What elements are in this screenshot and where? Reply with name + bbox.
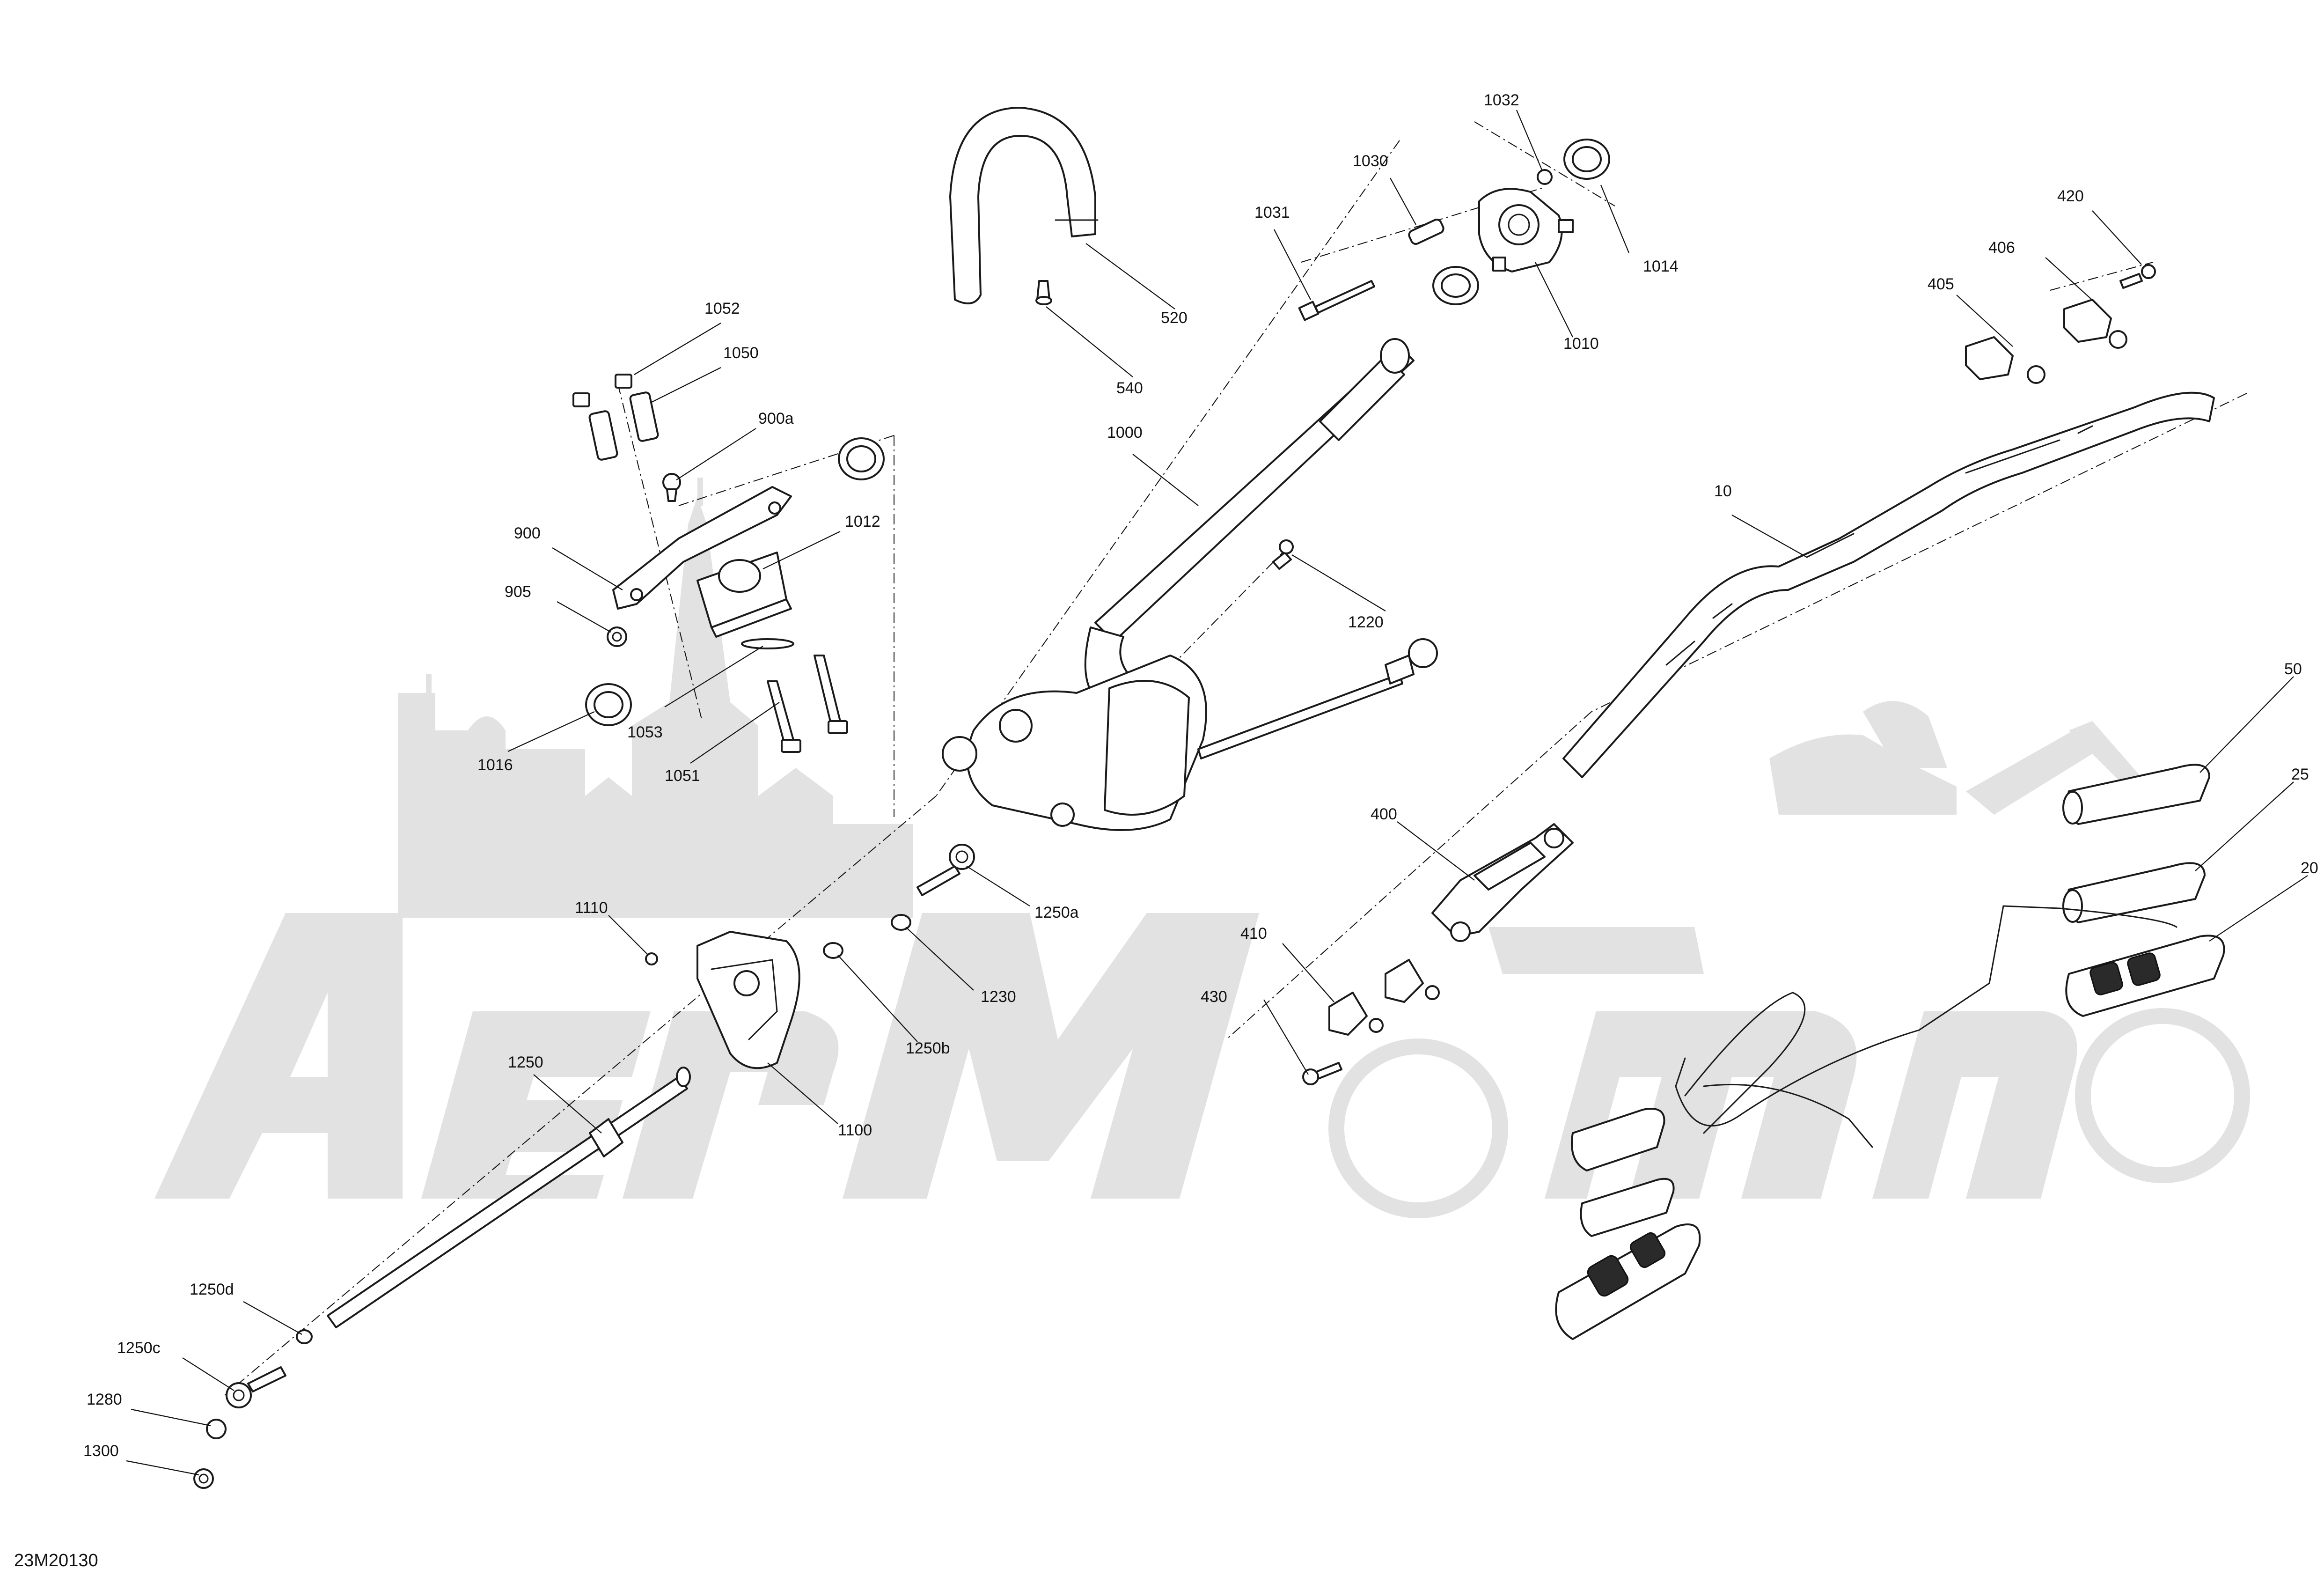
part-1031-bolt: [1298, 280, 1375, 321]
part-25-grip: [2062, 862, 2206, 923]
callout-410: 410: [1240, 925, 1267, 943]
callout-25: 25: [2291, 766, 2309, 783]
part-430-bolt: [1302, 1062, 1342, 1085]
callout-1031: 1031: [1254, 204, 1290, 221]
callout-520: 520: [1161, 309, 1188, 327]
part-1010-lower-bushing: [1432, 266, 1479, 305]
callout-labels: 1032 1030 1031 1014 1010 520 540 420 406…: [83, 91, 2318, 1460]
part-1030-sleeve: [1408, 219, 1444, 245]
part-900a-pin: [662, 473, 681, 502]
part-1000-steering-column: [942, 338, 1415, 831]
part-tie-rod: [1197, 638, 1438, 759]
callout-1016: 1016: [477, 756, 513, 774]
part-1052-nuts: [572, 374, 632, 407]
leader-lines: [126, 110, 2308, 1476]
callout-1300: 1300: [83, 1442, 119, 1460]
callout-420: 420: [2057, 187, 2084, 205]
part-1280-nut: [206, 1419, 227, 1439]
part-1300-nut: [193, 1468, 214, 1489]
watermark: [154, 478, 2250, 1218]
callout-1051: 1051: [665, 767, 700, 785]
part-1032-nut: [1537, 169, 1553, 185]
callout-1250: 1250: [508, 1053, 543, 1071]
part-1250b-washer: [823, 942, 843, 959]
callout-540: 540: [1116, 379, 1143, 397]
callout-406: 406: [1988, 239, 2015, 257]
part-1014-bushing: [1563, 139, 1610, 180]
part-520-grab-handle: [949, 107, 1099, 304]
callout-905: 905: [505, 583, 531, 601]
callout-10: 10: [1714, 482, 1732, 500]
part-1250a-rod-end: [916, 844, 975, 896]
callout-1052: 1052: [704, 300, 740, 317]
callout-405: 405: [1928, 275, 1954, 293]
watermark-lettering: [154, 913, 2077, 1199]
callout-1050: 1050: [723, 344, 759, 362]
part-540-screw: [1035, 280, 1052, 305]
callout-900: 900: [514, 524, 541, 542]
callout-1250d: 1250d: [190, 1281, 234, 1298]
callout-1280: 1280: [87, 1391, 122, 1408]
part-1250-shaft: [327, 1067, 691, 1328]
callout-1250c: 1250c: [117, 1339, 161, 1357]
part-1220-screw: [1272, 539, 1294, 570]
callout-1030: 1030: [1353, 152, 1388, 170]
callout-1100: 1100: [838, 1121, 872, 1139]
callout-1053: 1053: [627, 723, 663, 741]
callout-1014: 1014: [1643, 258, 1679, 275]
part-406-clamp: [2063, 299, 2127, 349]
callout-1000: 1000: [1107, 424, 1143, 442]
drawing-id: 23M20130: [14, 1551, 98, 1570]
callout-1110: 1110: [575, 899, 608, 917]
part-left-grip-assembly: [1555, 992, 1873, 1340]
part-1053-washer: [741, 638, 794, 649]
part-410-lower-clamps: [1328, 959, 1440, 1036]
watermark-castle-silhouette: [398, 478, 913, 918]
part-400-riser: [1431, 823, 1574, 942]
part-1250c-rod-end: [226, 1366, 286, 1408]
callout-1220: 1220: [1348, 613, 1384, 631]
part-1012-bushing-top: [838, 437, 885, 480]
part-20-heated-grip: [1675, 905, 2225, 1127]
callout-1010: 1010: [1563, 335, 1599, 353]
part-1051-bolts: [767, 655, 848, 753]
callout-400: 400: [1371, 805, 1397, 823]
callout-1012: 1012: [845, 513, 880, 530]
part-1230-washer: [891, 914, 911, 931]
part-420-bolt: [2119, 264, 2156, 289]
part-900-bracket: [612, 486, 792, 610]
callout-1250a: 1250a: [1034, 904, 1079, 921]
part-50-grip-sleeve: [2062, 764, 2210, 825]
callout-20: 20: [2301, 859, 2318, 877]
part-1110-screw: [645, 952, 658, 965]
part-steering-block: [696, 552, 792, 638]
callout-1032: 1032: [1484, 91, 1519, 109]
part-1100-cover: [696, 931, 800, 1069]
part-1250d-washer: [296, 1329, 313, 1344]
callout-1230: 1230: [981, 988, 1016, 1006]
callout-1250b: 1250b: [906, 1039, 950, 1057]
part-1050-sleeves: [588, 391, 659, 461]
part-10-handlebar: [1562, 391, 2215, 778]
part-405-clamp: [1965, 336, 2045, 384]
callout-50: 50: [2284, 660, 2302, 678]
part-905-nut: [607, 626, 627, 647]
callout-430: 430: [1201, 988, 1227, 1006]
part-1016-bushing: [585, 683, 632, 726]
part-1010-clamp: [1478, 188, 1574, 272]
callout-900a: 900a: [758, 410, 794, 427]
